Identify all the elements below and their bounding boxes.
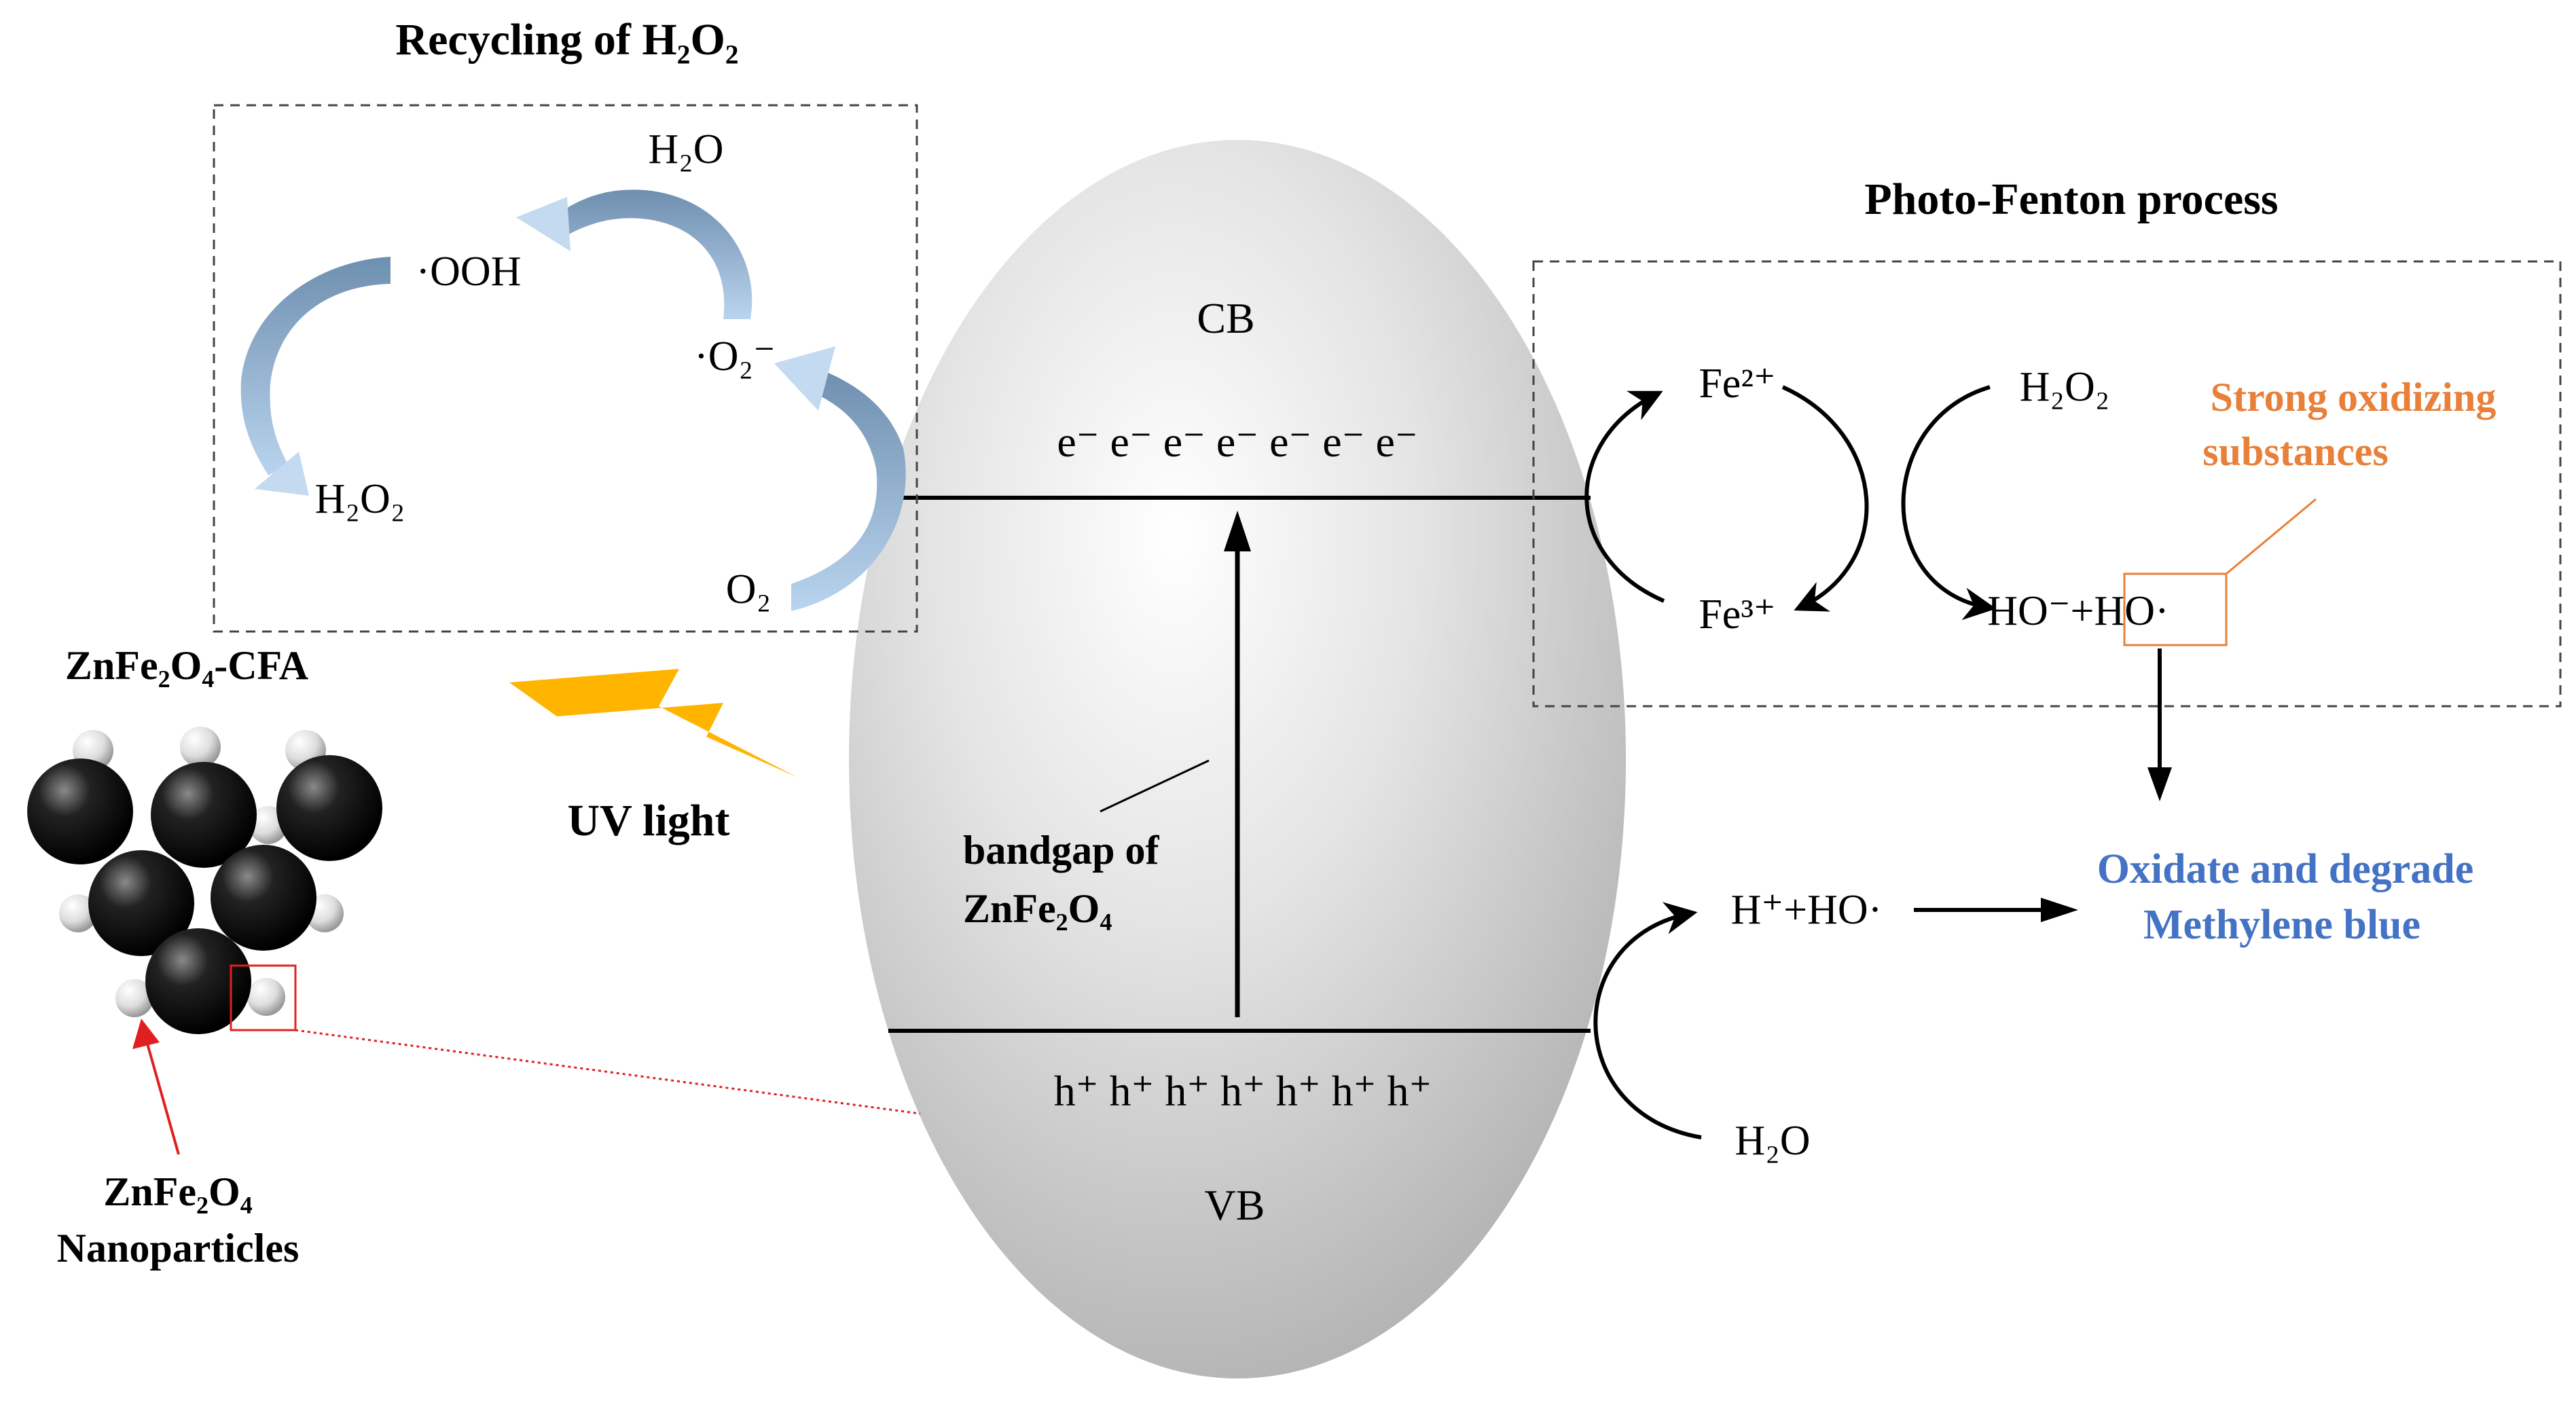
nanoparticle-pointer-head: [132, 1019, 160, 1049]
nanoparticle-sphere: [276, 755, 382, 861]
fenton-h2o2-label: H₂O₂: [2020, 364, 2110, 410]
nanoparticle-label-line2: Nanoparticles: [57, 1226, 300, 1271]
uv-light-label: UV light: [568, 796, 730, 845]
bandgap-label-line1: bandgap of: [963, 828, 1159, 873]
cb-label: CB: [1197, 294, 1254, 342]
small-sphere: [247, 978, 285, 1016]
nanoparticle-sphere: [151, 762, 257, 868]
recycling-title: Recycling of H₂O₂: [395, 15, 738, 65]
zoom-box: [230, 964, 297, 1031]
ooh-to-h2o2-arrow: [240, 257, 391, 475]
recycling-ooh: ·OOH: [416, 249, 522, 295]
fe2-label: Fe²⁺: [1699, 361, 1775, 407]
nanoparticle-sphere: [27, 759, 133, 864]
strong-oxidizing-line1: Strong oxidizing: [2211, 375, 2497, 420]
hydroxyl-highlight-box: [2123, 572, 2228, 646]
water-h2o-label: H₂O: [1735, 1118, 1810, 1164]
small-sphere: [180, 727, 221, 767]
zoom-connector: [295, 1029, 921, 1115]
recycling-superoxide: ·O₂⁻: [694, 333, 776, 380]
superoxide-to-ooh-arrow: [543, 189, 752, 319]
water-product-label: H⁺+HO·: [1731, 887, 1883, 933]
bandgap-pointer: [1100, 759, 1210, 813]
particle-cluster: [27, 727, 382, 1034]
recycling-o2: O₂: [726, 566, 771, 613]
nanoparticle-sphere: [211, 845, 316, 951]
nanoparticle-sphere: [88, 850, 194, 956]
photo-fenton-box: [1532, 260, 2562, 708]
electrons-label: e⁻ e⁻ e⁻ e⁻ e⁻ e⁻ e⁻: [1057, 418, 1417, 466]
recycling-h2o: H₂O: [648, 126, 723, 172]
nanoparticle-pointer: [145, 1038, 180, 1155]
lightning-bolt-icon: [509, 669, 798, 778]
hydroxyl-highlight-pointer: [2226, 498, 2317, 575]
fe3-to-fe2-arc: [1584, 390, 1665, 603]
hydroxyl-to-outcome-arrow-head: [2147, 767, 2172, 801]
bandgap-label-line2: ZnFe₂O₄: [963, 886, 1112, 931]
ooh-to-h2o2-arrow-head: [255, 452, 309, 496]
holes-label: h⁺ h⁺ h⁺ h⁺ h⁺ h⁺ h⁺: [1054, 1067, 1432, 1115]
recycling-h2o2: H₂O₂: [315, 476, 405, 522]
nanoparticle-label-line1: ZnFe₂O₄: [103, 1169, 252, 1214]
fenton-products-label: HO⁻+HO·: [1987, 588, 2169, 634]
o2-to-superoxide-arrow: [791, 370, 906, 611]
recycling-box: [213, 104, 918, 633]
nanoparticle-sphere: [145, 928, 251, 1034]
water-oxidation-arc: [1593, 902, 1702, 1139]
vb-label: VB: [1205, 1181, 1265, 1229]
small-sphere: [59, 894, 97, 932]
excitation-arrow-head: [1224, 511, 1251, 551]
outcome-line1: Oxidate and degrade: [2097, 846, 2474, 892]
product-to-outcome-arrow-head: [2041, 898, 2078, 922]
outcome-line2: Methylene blue: [2143, 902, 2420, 948]
strong-oxidizing-line2: substances: [2202, 429, 2388, 474]
superoxide-to-ooh-arrow-head: [516, 197, 570, 251]
h2o2-to-products-arc: [1901, 385, 1997, 621]
o2-to-superoxide-arrow-head: [774, 346, 835, 411]
fe2-to-fe3-arc: [1781, 385, 1869, 612]
fe3-label: Fe³⁺: [1699, 591, 1775, 638]
material-title: ZnFe₂O₄-CFA: [65, 643, 308, 688]
photo-fenton-title: Photo-Fenton process: [1864, 175, 2278, 224]
small-sphere: [115, 979, 153, 1017]
